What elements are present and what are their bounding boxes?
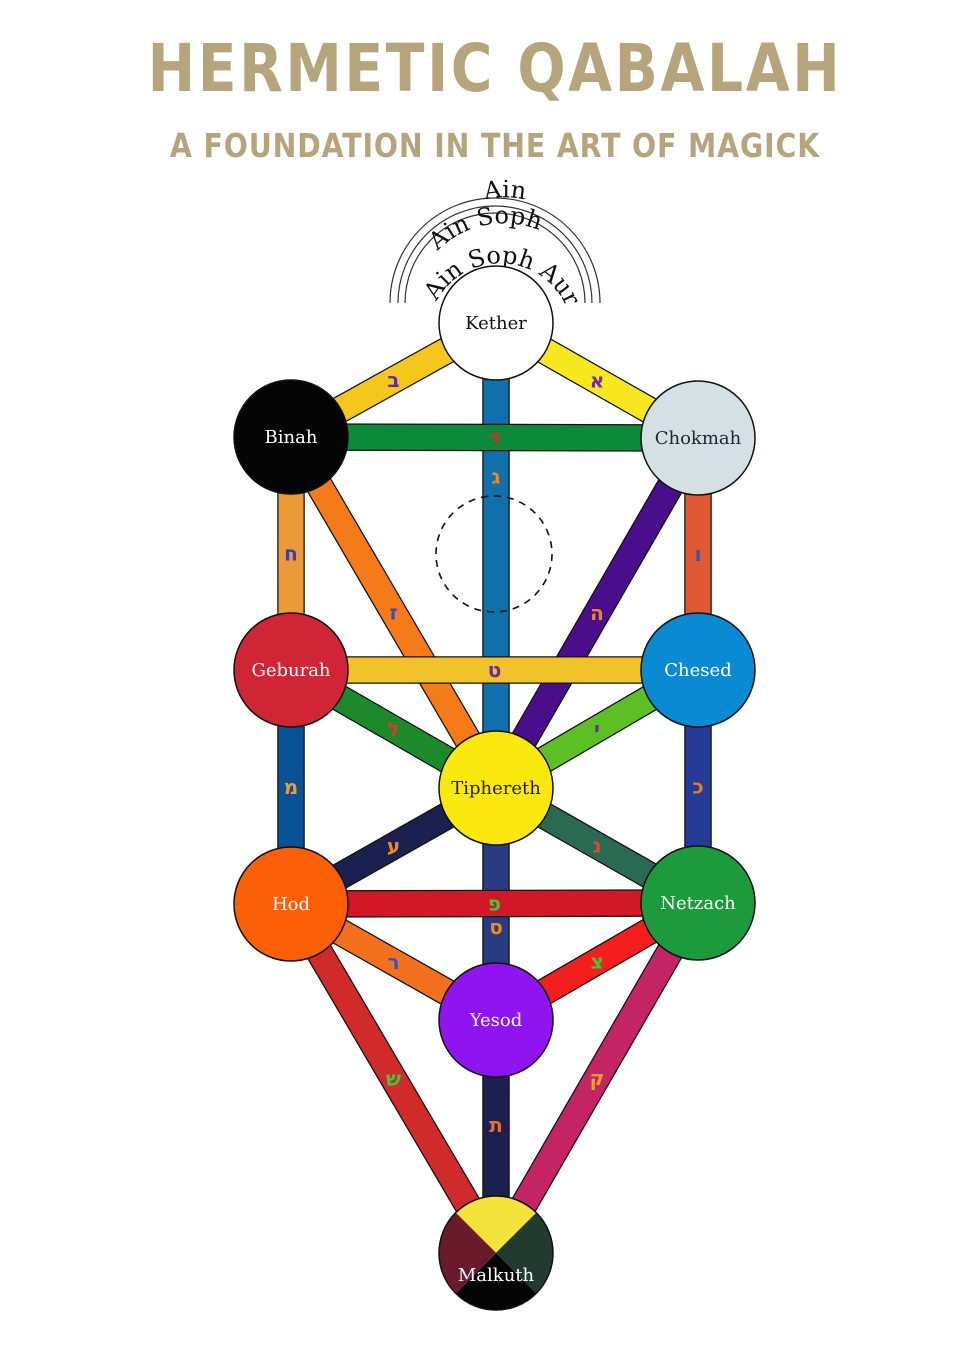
sephirah-yesod[interactable]: Yesod bbox=[438, 962, 554, 1078]
sephirah-tiphereth[interactable]: Tiphereth bbox=[438, 730, 554, 846]
path-letter-tiphereth-yesod: ס bbox=[489, 915, 503, 939]
path-letter-netzach-malkuth: ק bbox=[590, 1066, 605, 1090]
sephirah-chokmah[interactable]: Chokmah bbox=[640, 380, 756, 496]
path-letter-geburah-tiphereth: ל bbox=[387, 717, 399, 741]
veil-arc-inner bbox=[404, 212, 586, 304]
sephirah-circle-chesed bbox=[640, 612, 756, 728]
malkuth-quarter-bottom bbox=[455, 1253, 537, 1311]
malkuth-outline bbox=[438, 1195, 554, 1311]
malkuth-quarter-left bbox=[439, 1212, 496, 1294]
sephirah-circle-hod bbox=[233, 846, 349, 962]
path-letter-chokmah-binah: ד bbox=[489, 426, 501, 450]
veil-ain: Ain bbox=[481, 175, 528, 205]
sephirah-binah[interactable]: Binah bbox=[233, 379, 349, 495]
page-title: HERMETIC QABALAH bbox=[147, 30, 843, 107]
sephirah-kether[interactable]: Kether bbox=[438, 265, 554, 381]
path-chokmah-tiphereth bbox=[485, 431, 709, 795]
path-letter-kether-chokmah: א bbox=[590, 369, 605, 393]
path-letter-hod-malkuth: ש bbox=[386, 1067, 401, 1091]
sephirah-circle-kether bbox=[438, 265, 554, 381]
sephirah-circle-chokmah bbox=[640, 380, 756, 496]
sephirah-label-yesod: Yesod bbox=[469, 1010, 523, 1031]
path-letter-geburah-hod: מ bbox=[284, 775, 298, 799]
path-letter-kether-binah: ב bbox=[387, 368, 399, 392]
malkuth-quarter-right bbox=[496, 1212, 553, 1294]
sephirah-circle-geburah bbox=[233, 612, 349, 728]
sephirah-label-tiphereth: Tiphereth bbox=[451, 778, 541, 799]
path-chokmah-binah bbox=[290, 424, 699, 451]
sephirah-circle-binah bbox=[233, 379, 349, 495]
sephirah-label-malkuth: Malkuth bbox=[458, 1265, 535, 1286]
path-letter-tiphereth-hod: ע bbox=[387, 834, 400, 858]
sephirah-label-geburah: Geburah bbox=[251, 660, 330, 681]
veil-arc-middle bbox=[397, 205, 593, 304]
sephirah-malkuth[interactable]: Malkuth bbox=[438, 1195, 554, 1311]
sephirah-chesed[interactable]: Chesed bbox=[640, 612, 756, 728]
sephirah-label-kether: Kether bbox=[465, 313, 527, 334]
sephirah-geburah[interactable]: Geburah bbox=[233, 612, 349, 728]
malkuth-quarter-top bbox=[455, 1196, 537, 1253]
path-letter-yesod-malkuth: ת bbox=[489, 1113, 503, 1137]
path-letter-tiphereth-netzach: נ bbox=[592, 834, 601, 858]
path-letter-kether-tiphereth: ג bbox=[492, 464, 501, 488]
daath-circle bbox=[435, 495, 553, 613]
path-letter-chesed-geburah: ט bbox=[488, 658, 502, 682]
sephirah-label-netzach: Netzach bbox=[660, 893, 736, 914]
path-netzach-malkuth bbox=[485, 896, 709, 1260]
path-letter-binah-geburah: ח bbox=[284, 542, 298, 566]
veil-arc-outer bbox=[389, 197, 601, 304]
path-letter-chesed-netzach: כ bbox=[692, 775, 703, 799]
sephirah-label-binah: Binah bbox=[265, 427, 318, 448]
sephirah-label-hod: Hod bbox=[272, 894, 310, 915]
sephirah-hod[interactable]: Hod bbox=[233, 846, 349, 962]
sephirah-netzach[interactable]: Netzach bbox=[640, 845, 756, 961]
path-letter-chesed-tiphereth: י bbox=[594, 717, 600, 741]
path-netzach-hod bbox=[290, 890, 699, 917]
sephirah-label-chesed: Chesed bbox=[664, 660, 731, 681]
sephirah-circle-netzach bbox=[640, 845, 756, 961]
path-letter-binah-tiphereth: ז bbox=[389, 601, 397, 625]
sephirah-label-chokmah: Chokmah bbox=[655, 428, 742, 449]
path-hod-malkuth bbox=[280, 897, 507, 1260]
sephirah-circle-yesod bbox=[438, 962, 554, 1078]
page-subtitle: A FOUNDATION IN THE ART OF MAGICK bbox=[169, 126, 821, 165]
path-letter-netzach-yesod: צ bbox=[590, 950, 603, 974]
path-binah-tiphereth bbox=[280, 430, 507, 795]
path-letter-netzach-hod: פ bbox=[488, 892, 501, 916]
path-letter-hod-yesod: ר bbox=[387, 950, 399, 974]
path-letter-chokmah-tiphereth: ה bbox=[590, 601, 604, 625]
sephirah-circle-tiphereth bbox=[438, 730, 554, 846]
path-letter-chokmah-chesed: ו bbox=[695, 542, 702, 566]
